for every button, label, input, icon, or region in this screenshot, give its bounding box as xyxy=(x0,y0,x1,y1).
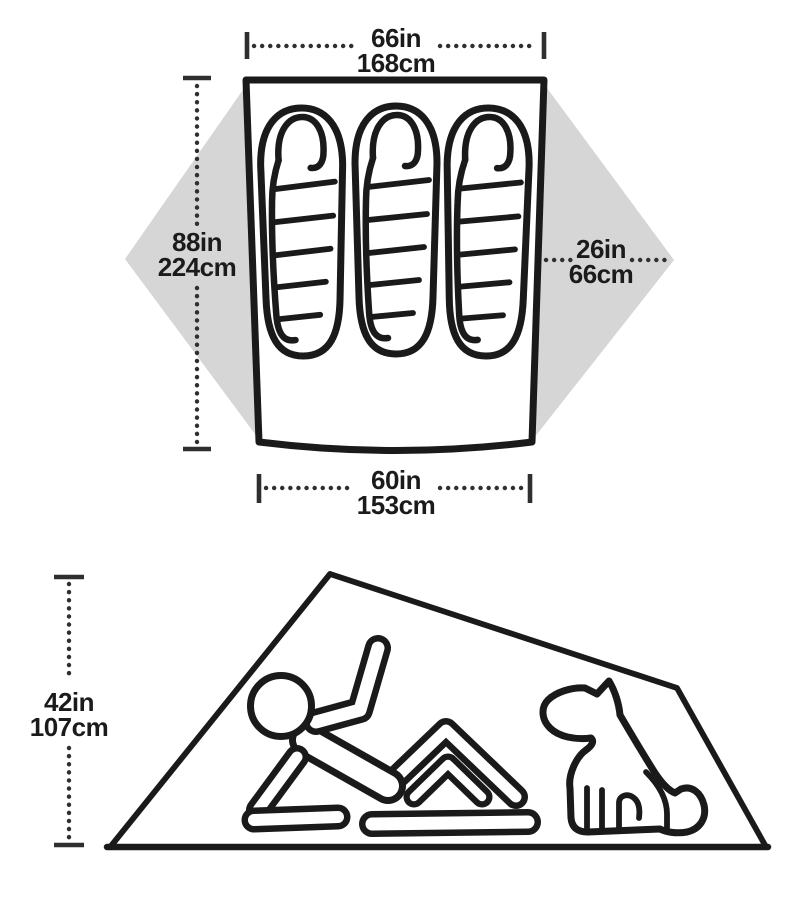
top-width-label: 66in 168cm xyxy=(356,23,436,78)
top-width-dimension-line xyxy=(244,32,547,59)
dog-figure xyxy=(539,677,709,837)
vestibule-depth-centimeters: 66cm xyxy=(568,259,634,289)
length-dimension-line xyxy=(183,75,211,452)
height-dimension-line xyxy=(54,574,84,848)
dog-hind-paw-line xyxy=(616,792,643,834)
right-vestibule-shape xyxy=(534,84,674,438)
height-label: 42in 107cm xyxy=(29,687,109,742)
tent-profile-right-slope xyxy=(327,571,768,848)
vestibule-depth-inches: 26in xyxy=(575,234,627,264)
tent-profile-left-slope xyxy=(108,571,333,849)
person-figure xyxy=(241,635,541,837)
sleeping-bag-1 xyxy=(260,108,345,357)
sleeping-bag-2 xyxy=(355,106,437,354)
top-width-inches: 66in xyxy=(370,23,422,53)
person-top-leg-fill xyxy=(391,724,522,803)
person-head xyxy=(247,672,315,740)
person-forearm-fill xyxy=(248,811,344,826)
vestibule-depth-label: 26in 66cm xyxy=(568,234,634,289)
bottom-width-dimension-line xyxy=(256,474,533,503)
dog-body-outline xyxy=(539,677,709,837)
left-vestibule-shape xyxy=(125,84,258,438)
person-back-knee-fill xyxy=(409,759,487,802)
sleeping-bags-group xyxy=(260,106,530,357)
person-upper-arm-fill xyxy=(252,751,303,816)
person-lower-leg-fill xyxy=(365,815,535,831)
bottom-width-inches: 60in xyxy=(370,465,422,495)
person-raised-arm-fill xyxy=(309,641,385,729)
bottom-width-centimeters: 153cm xyxy=(356,490,436,520)
length-centimeters: 224cm xyxy=(157,252,237,282)
side-profile-view xyxy=(54,571,772,851)
dog-haunch-line xyxy=(643,769,670,831)
length-inches: 88in xyxy=(171,227,223,257)
person-torso-fill xyxy=(296,729,399,797)
bottom-width-label: 60in 153cm xyxy=(356,465,436,520)
top-width-centimeters: 168cm xyxy=(356,48,436,78)
sleeping-bag-3 xyxy=(444,107,529,356)
length-label: 88in 224cm xyxy=(157,227,237,282)
height-inches: 42in xyxy=(43,687,95,717)
floor-plan-view xyxy=(125,32,674,503)
height-centimeters: 107cm xyxy=(29,712,109,742)
